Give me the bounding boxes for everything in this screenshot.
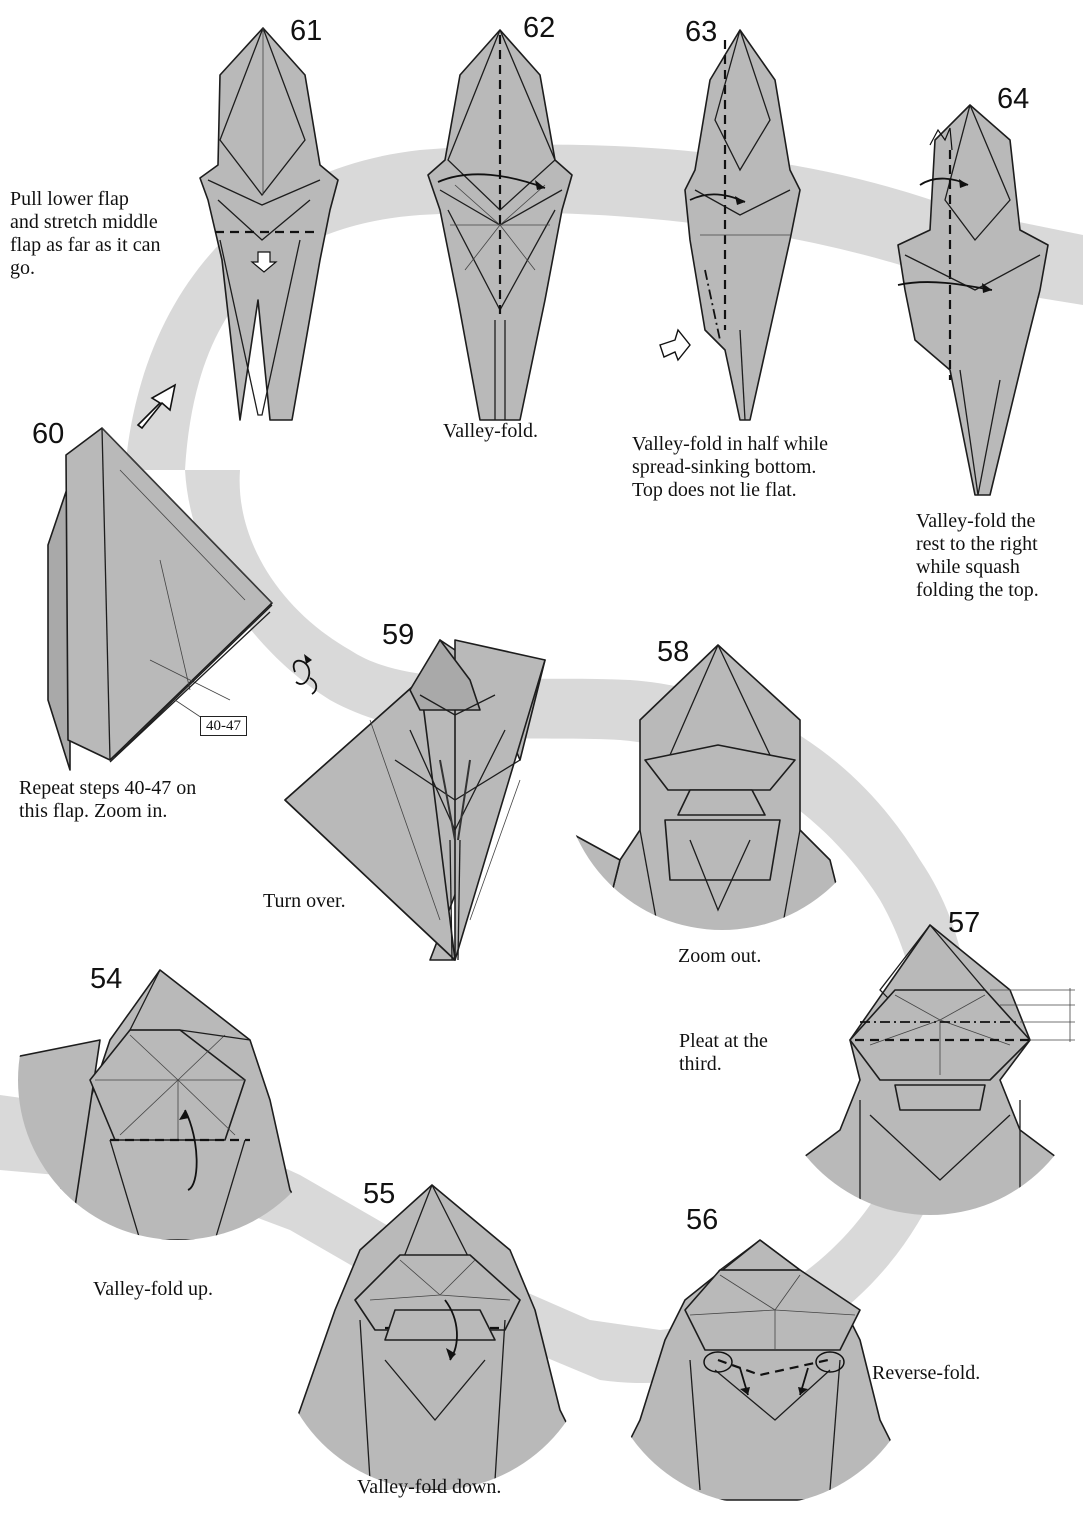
- step-64-model: [897, 104, 1049, 496]
- step-reference-box: 40-47: [200, 716, 247, 736]
- step-57-caption: Pleat at the third.: [679, 1030, 768, 1075]
- step-number: 54: [90, 963, 123, 995]
- step-55-caption: Valley-fold down.: [357, 1476, 502, 1498]
- step-64-caption: Valley-fold the rest to the right while …: [916, 510, 1039, 601]
- step-61-model: [199, 27, 339, 421]
- step-58-caption: Zoom out.: [678, 945, 762, 967]
- step-54-caption: Valley-fold up.: [93, 1278, 213, 1300]
- step-60-model: [47, 427, 273, 771]
- step-number: 64: [997, 83, 1030, 115]
- step-number: 57: [948, 907, 981, 939]
- step-57-model: [799, 924, 1061, 1215]
- step-60-caption: Repeat steps 40-47 on this flap. Zoom in…: [19, 777, 197, 822]
- step-56-model: [602, 1239, 921, 1501]
- step-number: 61: [290, 15, 323, 47]
- step-61-caption: Pull lower flap and stretch middle flap …: [10, 188, 161, 279]
- step-62-caption: Valley-fold.: [443, 420, 538, 442]
- step-54-model: [18, 969, 321, 1240]
- step-63-caption: Valley-fold in half while spread-sinking…: [632, 433, 829, 501]
- step-63-model: [659, 29, 801, 421]
- pleat-guide: [990, 988, 1075, 1042]
- step-number: 62: [523, 12, 556, 44]
- step-number: 56: [686, 1204, 719, 1236]
- zoom-arrow-icon: [136, 383, 177, 430]
- turn-over-icon: [292, 654, 318, 695]
- step-number: 55: [363, 1178, 396, 1210]
- step-number: 59: [382, 619, 415, 651]
- step-59-model: [284, 639, 546, 961]
- step-number: 60: [32, 418, 65, 450]
- sink-arrow-icon: [659, 328, 691, 362]
- step-59-caption: Turn over.: [263, 890, 346, 912]
- step-55-model: [275, 1184, 595, 1490]
- step-62-model: [427, 29, 573, 421]
- step-number: 63: [685, 16, 718, 48]
- step-number: 58: [657, 636, 690, 668]
- step-56-caption: Reverse-fold.: [872, 1362, 981, 1384]
